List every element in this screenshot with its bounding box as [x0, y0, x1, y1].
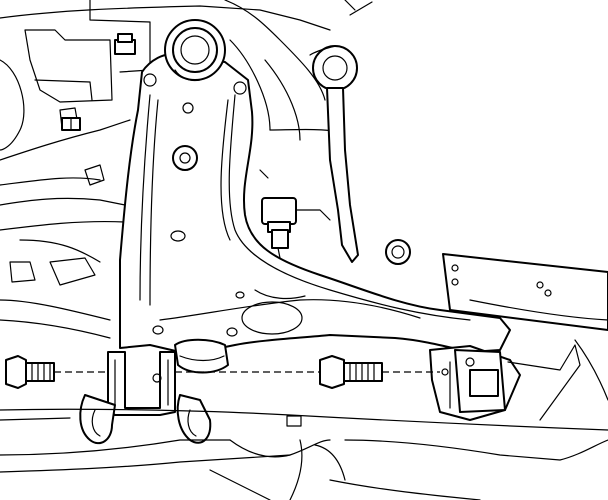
rear-bolt	[319, 355, 383, 389]
arm-holes	[143, 73, 247, 337]
front-bolt	[5, 355, 55, 389]
centre-bushing	[174, 338, 229, 374]
crossmember-lower	[0, 408, 608, 500]
ball-joint	[259, 169, 331, 259]
control-arm-body	[119, 53, 511, 353]
front-mount-bracket	[79, 351, 212, 445]
rear-bushing-clamp	[429, 339, 608, 421]
upper-bolt-2	[61, 117, 81, 131]
rear-bracket	[442, 253, 608, 331]
upper-bolt-1	[114, 33, 136, 55]
clip-ring	[385, 239, 411, 265]
front-bushing	[164, 19, 226, 82]
subframe-structure	[0, 0, 331, 339]
stabilizer-link	[309, 45, 359, 263]
